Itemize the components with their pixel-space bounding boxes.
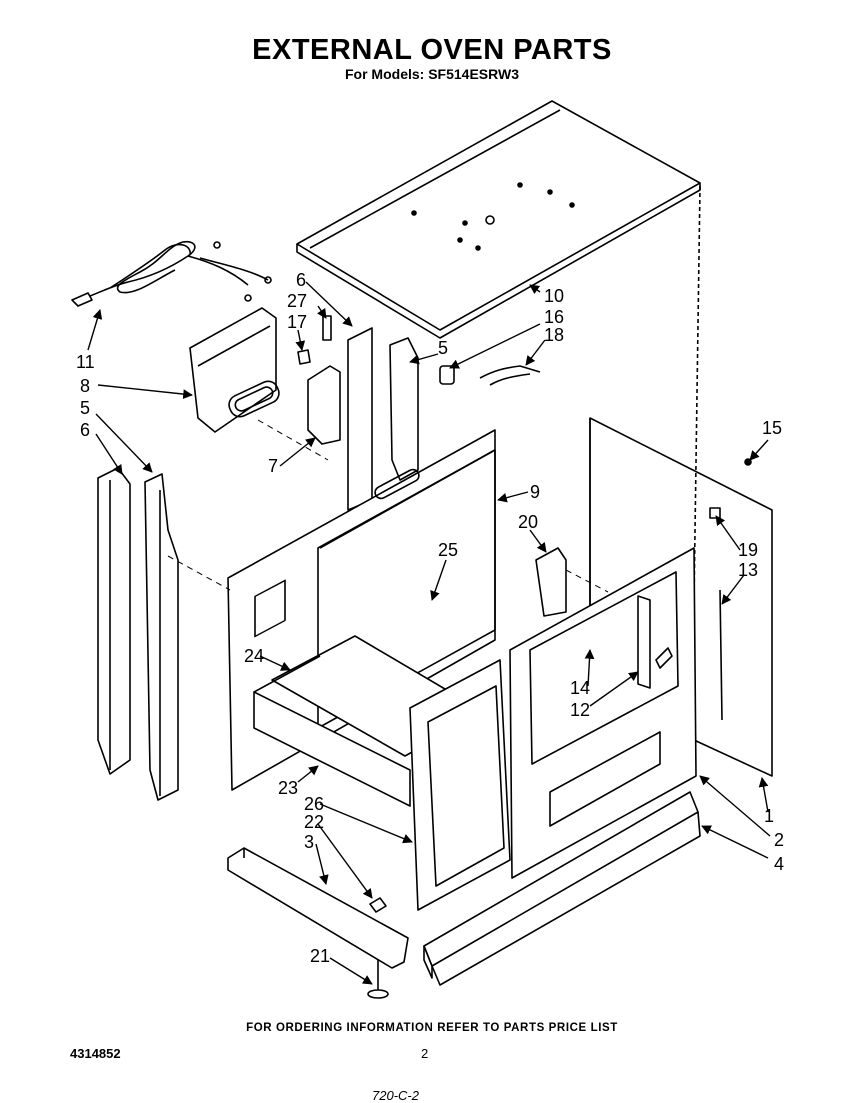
- callout-3: 3: [304, 832, 314, 852]
- switch-16-part: [439, 365, 455, 385]
- callout-15: 15: [762, 418, 782, 438]
- callout-14: 14: [570, 678, 590, 698]
- callout-8: 8: [80, 376, 90, 396]
- vent-duct-part: [189, 307, 280, 433]
- callout-19: 19: [738, 540, 758, 560]
- callout-23: 23: [278, 778, 298, 798]
- side-channel-5-center: [389, 337, 419, 481]
- page-title: EXTERNAL OVEN PARTS: [252, 34, 612, 66]
- assembly-guides: [167, 419, 609, 593]
- bracket-20-part: [535, 547, 567, 617]
- power-cord-part: [71, 240, 272, 307]
- callout-12: 12: [570, 700, 590, 720]
- callout-9: 9: [530, 482, 540, 502]
- callout-20: 20: [518, 512, 538, 532]
- callout-6-left: 6: [80, 420, 90, 440]
- top-panel-part: [296, 100, 701, 339]
- left-channel-5-part: [144, 473, 179, 801]
- callout-26: 26: [304, 794, 324, 814]
- strip-13-part: [719, 589, 723, 721]
- leveling-leg-21-part: [367, 960, 389, 999]
- leader-lines: [87, 281, 771, 985]
- callout-22: 22: [304, 812, 324, 832]
- base-rail-4-part: [423, 791, 701, 986]
- callout-5-left: 5: [80, 398, 90, 418]
- document-number: 4314852: [70, 1046, 121, 1061]
- clip-17-part: [297, 349, 311, 365]
- bottom-rail-3-part: [227, 847, 409, 969]
- callout-10: 10: [544, 286, 564, 306]
- callout-16: 16: [544, 307, 564, 327]
- front-frame-part: [409, 659, 511, 911]
- callout-2: 2: [774, 830, 784, 850]
- callout-17: 17: [287, 312, 307, 332]
- callout-18: 18: [544, 325, 564, 345]
- ordering-note: FOR ORDERING INFORMATION REFER TO PARTS …: [246, 1022, 618, 1034]
- front-rail-23-part: [253, 691, 411, 807]
- bracket-7-part: [307, 365, 341, 445]
- side-channel-6-center: [347, 327, 373, 511]
- left-channel-6-part: [97, 467, 131, 775]
- callout-25: 25: [438, 540, 458, 560]
- callout-13: 13: [738, 560, 758, 580]
- callout-27: 27: [287, 291, 307, 311]
- handwritten-stamp: 720-C-2: [372, 1088, 419, 1103]
- callout-7: 7: [268, 456, 278, 476]
- callout-24: 24: [244, 646, 264, 666]
- side-trim-25-part: [319, 449, 496, 549]
- callout-5-center: 5: [438, 338, 448, 358]
- model-subtitle: For Models: SF514ESRW3: [344, 66, 519, 82]
- left-side-panel-part: [509, 547, 697, 879]
- callout-11: 11: [76, 352, 95, 372]
- callout-4: 4: [774, 854, 784, 874]
- page-number: 2: [421, 1046, 429, 1061]
- callout-6-center: 6: [296, 270, 306, 290]
- callout-1: 1: [764, 806, 774, 826]
- leveler-22-part: [369, 897, 387, 913]
- bracket-27-part: [322, 315, 332, 341]
- wire-harness-18-part: [479, 365, 541, 386]
- callout-21: 21: [310, 946, 330, 966]
